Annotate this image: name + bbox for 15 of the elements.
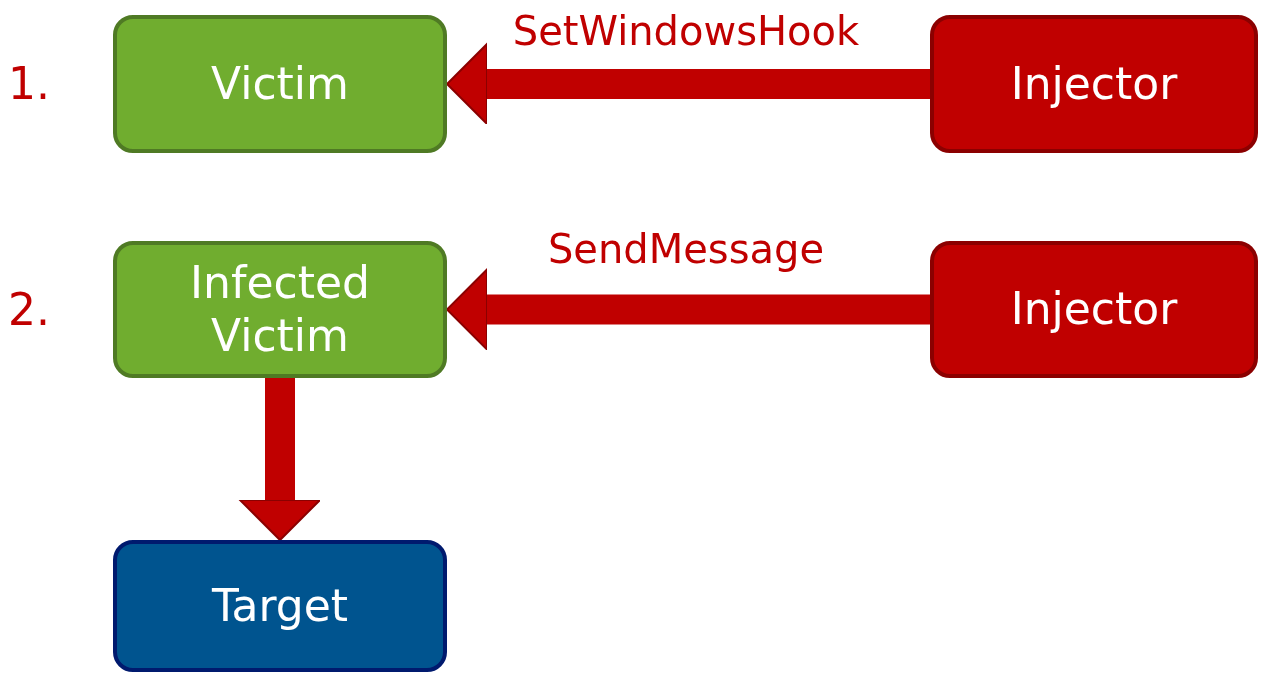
step-number: 1. [8, 58, 50, 109]
arrow [239, 378, 321, 541]
process-box [113, 540, 447, 672]
step-number: 2. [8, 284, 50, 335]
process-box [930, 241, 1258, 378]
box-label: Victim [211, 57, 349, 111]
process-box [113, 241, 447, 378]
box-label: Target [211, 579, 349, 633]
box-label: Injector [1010, 283, 1178, 336]
arrow [446, 268, 930, 351]
process-box [930, 15, 1258, 153]
process-box [113, 15, 447, 153]
box-label: Infected Victim [189, 256, 371, 363]
arrow [446, 43, 930, 125]
box-label: Injector [1010, 57, 1178, 111]
